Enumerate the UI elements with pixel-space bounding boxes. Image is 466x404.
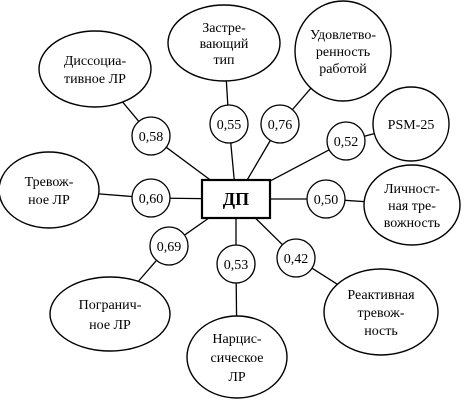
node-ellipse-reaktivnaya [323,268,439,356]
coef-circle-dissociativnoe [131,116,171,156]
node-label-line: ЛР [228,370,245,385]
center-node: ДП [200,178,272,220]
coef-circle-psm25 [326,121,366,161]
node-label-line: сическое [211,351,264,366]
coef-circle-trevozhnoe [131,178,171,218]
connector-line-dissociativnoe-0 [165,146,211,181]
connector-line-trevozhnoe-1 [98,193,133,198]
node-label-line: Диссоциа- [64,54,127,69]
node-label-line: работой [319,62,367,77]
connector-line-zastrevayushchiy-0 [230,142,235,181]
connector-line-dissociativnoe-1 [122,101,140,122]
node-label-line: вожность [384,216,440,231]
coef-narcissicheskoe: 0,53 [216,244,256,284]
coef-reaktivnaya: 0,42 [276,238,316,278]
connector-line-udovletvorennost-1 [291,87,312,111]
coef-circle-zastrevayushchiy [209,104,249,144]
node-lichnostnaya: Личност-ная тре-вожность [363,164,461,246]
connector-line-udovletvorennost-0 [246,140,271,181]
coef-circle-pogranichnoe [149,226,189,266]
node-label-line: ная тре- [388,199,436,214]
coef-value: 0,60 [139,192,164,207]
connector-line-psm25-0 [269,149,330,182]
connector-line-lichnostnaya-1 [344,199,365,203]
node-dissociativnoe: Диссоциа-тивное ЛР [38,30,152,108]
node-label-line: Застре- [202,21,246,36]
node-udovletvorennost: Удовлетво-ренность работой [294,0,392,102]
coef-value: 0,76 [268,118,293,133]
node-ellipse-trevozhnoe [0,151,100,229]
node-reaktivnaya: Реактивная тревож-ность [323,268,439,356]
coef-value: 0,55 [217,118,242,133]
connector-lines [98,80,375,317]
node-label-line: тивное ЛР [64,72,126,87]
node-ellipse-pogranichnoe [49,276,171,352]
node-label-line: Личност- [384,182,440,197]
coef-circle-narcissicheskoe [216,244,256,284]
connector-line-pogranichnoe-0 [184,217,210,236]
node-ellipse-dissociativnoe [38,30,152,108]
connector-line-reaktivnaya-0 [254,217,283,246]
connector-line-reaktivnaya-1 [311,267,338,285]
coef-psm25: 0,52 [326,121,366,161]
coef-value: 0,52 [334,135,359,150]
node-ellipse-lichnostnaya [363,164,461,246]
node-ellipse-udovletvorennost [294,0,392,102]
node-label-line: Реактивная [347,288,415,303]
node-label-line: ренность [316,45,370,60]
node-label-line: ное ЛР [28,193,70,208]
coef-zastrevayushchiy: 0,55 [209,104,249,144]
node-label-line: PSM-25 [388,118,435,133]
node-trevozhnoe: Тревож-ное ЛР [0,151,100,229]
node-label-line: Нарцис- [212,332,262,347]
coef-circle-lichnostnaya [306,179,346,219]
coef-circle-udovletvorennost [260,104,300,144]
coef-trevozhnoe: 0,60 [131,178,171,218]
node-label-line: Погранич- [79,298,142,313]
coef-value: 0,58 [139,130,164,145]
coef-value: 0,50 [314,193,339,208]
coef-pogranichnoe: 0,69 [149,226,189,266]
center-label: ДП [223,189,249,209]
node-psm25: PSM-25 [372,86,450,162]
node-ellipse-narcissicheskoe [186,315,288,399]
connector-line-pogranichnoe-1 [137,259,158,282]
coef-value: 0,42 [284,252,309,267]
node-label-line: тревож- [357,306,404,321]
connector-line-psm25-1 [364,132,375,137]
node-label-line: вающий [200,37,249,52]
center-box [200,178,272,220]
node-ellipse-psm25 [372,86,450,162]
coef-udovletvorennost: 0,76 [260,104,300,144]
coef-lichnostnaya: 0,50 [306,179,346,219]
node-label-line: ное ЛР [89,318,131,333]
node-pogranichnoe: Погранич-ное ЛР [49,276,171,352]
node-label-line: ность [364,324,398,339]
node-label-line: тип [213,53,235,68]
node-label-line: Удовлетво- [310,28,376,43]
connector-line-zastrevayushchiy-1 [225,80,229,106]
coef-dissociativnoe: 0,58 [131,116,171,156]
node-ellipse-zastrevayushchiy [167,4,281,82]
coef-circle-reaktivnaya [276,238,316,278]
node-label-line: Тревож- [25,175,74,190]
coef-value: 0,69 [157,240,182,255]
coef-value: 0,53 [224,258,249,273]
